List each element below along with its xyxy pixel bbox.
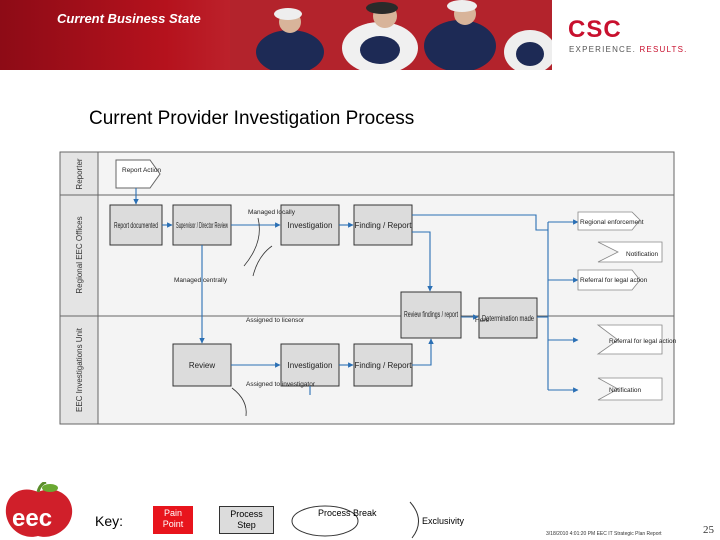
box-report-documented-label: Report documented <box>114 221 158 230</box>
note-managed-centrally: Managed centrally <box>174 277 228 284</box>
box-finding-report-2: Finding / Report <box>353 343 413 387</box>
key-process-break: Process Break <box>318 508 377 518</box>
lane-label-reporter: Reporter <box>75 158 84 189</box>
eec-logo: eec <box>5 482 73 537</box>
note-assigned-licensor: Assigned to licensor <box>246 317 305 324</box>
key-exclusivity: Exclusivity <box>422 516 465 526</box>
flow-arrows <box>133 188 579 395</box>
header-title: Current Business State <box>57 11 201 26</box>
box-report-documented: Report documented <box>109 204 163 246</box>
lane-label-investigations: EEC Investigations Unit <box>75 327 84 412</box>
box-review-findings: Review findings / report <box>400 291 462 339</box>
key-process-step: Process Step <box>219 506 274 534</box>
report-action-shape <box>115 159 161 189</box>
key-exclusivity-shape <box>409 501 419 539</box>
box-supervisor-review-label: Supervisor / Director Review <box>176 221 228 230</box>
box-finding-report-1: Finding / Report <box>353 204 413 246</box>
box-review: Review <box>172 343 232 387</box>
key-pain-point: Pain Point <box>153 506 193 534</box>
note-referral-legal-2: Referral for legal action <box>609 338 677 345</box>
key-process-break-shape <box>291 505 359 537</box>
cyclists-photo <box>230 0 552 70</box>
header-image: Current Business State <box>0 0 552 70</box>
tagline-results: RESULTS. <box>639 45 688 54</box>
box-determination-made-label: Determination made <box>482 314 534 323</box>
box-investigation-2-label: Investigation <box>288 361 333 370</box>
eec-logo-text: eec <box>12 505 52 532</box>
note-referral-legal-1: Referral for legal action <box>580 277 648 284</box>
tagline-experience: EXPERIENCE. <box>569 45 636 54</box>
box-finding-report-2-label: Finding / Report <box>355 361 413 370</box>
process-diagram: Reporter Regional EEC Offices EEC Invest… <box>59 151 677 425</box>
note-notification-1: Notification <box>626 251 659 258</box>
box-investigation-1-label: Investigation <box>288 221 333 230</box>
outcome-shapes <box>577 211 663 401</box>
header-banner: Current Business State CSC EXPERIENCE. R… <box>0 0 720 70</box>
exclusivity-curves <box>231 217 273 417</box>
note-notification-2: Notification <box>609 387 642 394</box>
page-title: Current Provider Investigation Process <box>89 108 415 129</box>
box-determination-made: Determination made <box>478 297 538 339</box>
csc-logo: CSC EXPERIENCE. RESULTS. <box>552 0 720 70</box>
box-review-findings-label: Review findings / report <box>404 310 459 319</box>
note-managed-locally: Managed locally <box>248 209 296 216</box>
csc-logo-mark: CSC <box>568 16 622 43</box>
box-supervisor-review: Supervisor / Director Review <box>172 204 232 246</box>
box-finding-report-1-label: Finding / Report <box>355 221 413 230</box>
key-label: Key: <box>95 513 124 529</box>
note-assigned-investigator: Assigned to investigator <box>246 381 316 388</box>
note-here: Here <box>475 317 489 324</box>
box-review-label: Review <box>189 361 215 370</box>
report-action-label: Report Action <box>122 167 161 174</box>
box-investigation-2: Investigation <box>280 343 340 387</box>
footer-meta: 3/18/2010 4:01:20 PM EEC IT Strategic Pl… <box>546 531 662 537</box>
note-regional-enforcement: Regional enforcement <box>580 219 644 226</box>
lane-label-regional: Regional EEC Offices <box>75 216 84 293</box>
page-number: 25 <box>703 524 714 536</box>
lane-header-column <box>59 151 99 425</box>
csc-logo-tagline: EXPERIENCE. RESULTS. <box>569 45 688 54</box>
